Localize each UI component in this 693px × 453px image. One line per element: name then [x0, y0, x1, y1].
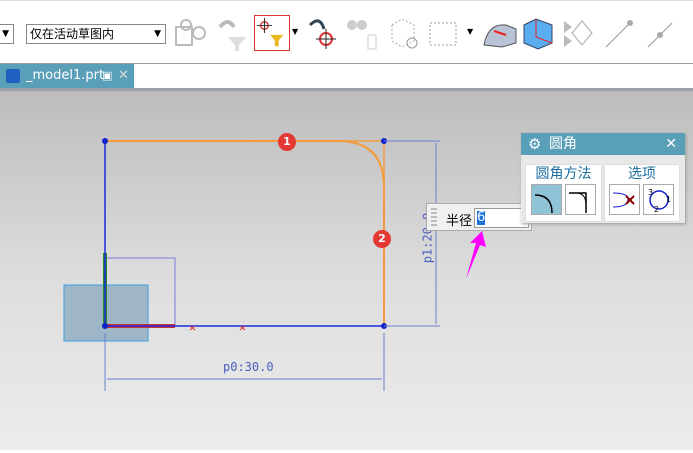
binoculars-icon[interactable] [344, 15, 380, 51]
close-button[interactable]: ✕ [665, 136, 677, 152]
radius-label: 半径 [446, 214, 473, 229]
dialog-title: 圆角 [549, 136, 577, 152]
line-endpoint-icon[interactable] [600, 15, 636, 51]
dimension-p0[interactable]: p0:30.0 [223, 360, 274, 374]
delete-third-curve-icon [612, 192, 635, 208]
group-title: 圆角方法 [535, 166, 592, 182]
tab-title: _model1.prt [26, 68, 105, 83]
chevron-down-icon[interactable]: ▼ [292, 27, 299, 36]
box-point-icon[interactable] [386, 15, 422, 51]
radius-value: 6 [477, 210, 486, 225]
move-icon[interactable] [560, 15, 596, 51]
delete-third-curve-button[interactable] [609, 184, 640, 215]
untrim-fillet-button[interactable] [565, 184, 596, 215]
type-filter-select[interactable]: ▼ [0, 24, 14, 44]
svg-text:3: 3 [648, 188, 653, 197]
undo-snap-icon[interactable] [304, 15, 340, 51]
group-title: 选项 [628, 166, 656, 182]
crosshair-filter-icon [256, 17, 284, 47]
callout-marker-1: 1 [278, 133, 296, 151]
tab-model1[interactable]: _model1.prt ▣ ✕ [0, 64, 134, 88]
alternate-fillet-icon: 3 12 [648, 188, 671, 214]
svg-text:1: 1 [666, 195, 671, 204]
point-filter-button[interactable] [254, 15, 290, 51]
sketch-drawing [63, 138, 440, 391]
selection-scope-value: 仅在活动草图内 [30, 27, 115, 41]
toolbar: ▼ 仅在活动草图内▼ ▼ ▼ [0, 0, 693, 64]
radius-input-box: 半径 6 [426, 203, 532, 231]
snap-point-icon[interactable] [172, 15, 208, 51]
dim-p0-lines [104, 333, 385, 391]
csys-guide [105, 257, 176, 326]
chevron-down-icon[interactable]: ▼ [467, 27, 474, 36]
dialog-header: ⚙ 圆角 ✕ [521, 133, 685, 155]
trim-fillet-icon [534, 194, 553, 214]
tab-bar: _model1.prt ▣ ✕ [0, 64, 693, 88]
radius-input[interactable] [474, 208, 529, 228]
pointer-arrow-icon [466, 231, 486, 279]
filter-icon[interactable] [214, 15, 250, 51]
fillet-method-group: 圆角方法 [526, 165, 601, 221]
surface-icon[interactable] [482, 15, 518, 51]
drag-handle[interactable] [431, 208, 437, 226]
svg-text:2: 2 [654, 205, 659, 214]
edit-icon: ▣ [102, 69, 113, 82]
line-midpoint-icon[interactable] [642, 15, 678, 51]
rectangle-select-icon[interactable] [426, 15, 462, 51]
part-icon [6, 69, 20, 83]
dim-p1-lines [384, 140, 440, 327]
untrim-fillet-icon [569, 192, 587, 213]
solid-icon[interactable] [520, 15, 556, 51]
callout-marker-2: 2 [373, 230, 391, 248]
trim-fillet-button[interactable] [531, 184, 562, 215]
gear-icon[interactable]: ⚙ [528, 135, 542, 153]
selection-scope-select[interactable]: 仅在活动草图内▼ [26, 24, 166, 44]
tab-close-button[interactable]: ✕ [118, 68, 129, 83]
